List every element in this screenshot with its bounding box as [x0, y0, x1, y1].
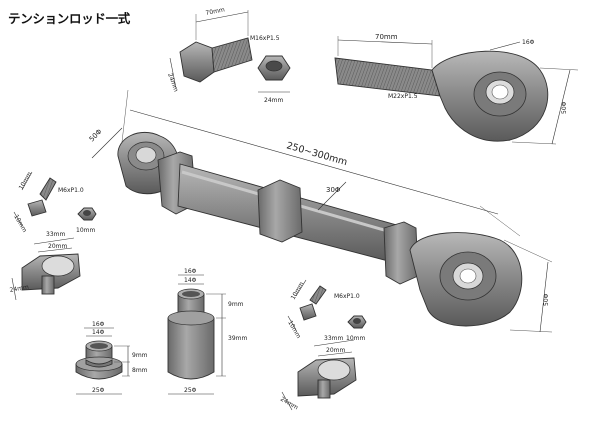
small-bolt-left-length: 10mm: [18, 171, 34, 191]
collar-small: 16Φ 14Φ 9mm 8mm 25Φ: [75, 321, 148, 395]
rod-end-bore-label: 16Φ: [522, 39, 535, 46]
bolt-length-label: 70mm: [205, 6, 225, 17]
bolt-thread-label: M16xP1.5: [250, 35, 280, 42]
tube-diameter-label: 30Φ: [326, 186, 341, 194]
rod-end-thread-label: M22xP1.5: [388, 93, 418, 100]
rod-end-length-label: 70mm: [375, 33, 398, 41]
collar-small-base: 25Φ: [92, 387, 105, 394]
small-bolt-left-thread: M6xP1.0: [58, 187, 84, 194]
collar-small-outer: 16Φ: [92, 321, 105, 328]
clamp-left-inner: 20mm: [48, 243, 67, 250]
clamp-right: 33mm 20mm 24mm: [279, 335, 357, 412]
nut-part: 24mm: [257, 55, 291, 104]
small-bolt-right: 10mm M6xP1.0 10mm: [286, 279, 360, 340]
nut-size-label: 24mm: [264, 97, 283, 104]
small-nut-right-size: 10mm: [346, 335, 365, 342]
rod-end-part: 70mm 16Φ M22xP1.5 50Φ: [334, 33, 579, 145]
overall-length-label: 250~300mm: [285, 140, 348, 168]
small-nut-left: 10mm: [76, 207, 97, 234]
clamp-left-width: 33mm: [46, 231, 65, 238]
small-nut-left-size: 10mm: [76, 227, 95, 234]
page-title: テンションロッド一式: [8, 11, 131, 26]
collar-small-htop: 9mm: [132, 352, 148, 359]
collar-tall-htop: 9mm: [228, 301, 244, 308]
bolt-part: 70mm M16xP1.5 24mm: [166, 6, 280, 93]
small-nut-right: 10mm: [346, 315, 367, 342]
collar-tall-base: 25Φ: [184, 387, 197, 394]
clamp-right-depth: 24mm: [279, 396, 299, 412]
collar-tall: 16Φ 14Φ 9mm 39mm 25Φ: [167, 268, 247, 395]
collar-small-hbottom: 8mm: [132, 367, 148, 374]
clamp-left-depth: 24mm: [9, 284, 29, 294]
collar-small-inner: 14Φ: [92, 329, 105, 336]
small-bolt-right-head: 10mm: [286, 320, 302, 340]
rod-end-head-label: 50Φ: [561, 101, 568, 114]
bolt-hex-label: 24mm: [166, 72, 179, 93]
small-bolt-right-length: 10mm: [290, 281, 306, 301]
collar-tall-hbottom: 39mm: [228, 335, 247, 342]
collar-tall-outer: 16Φ: [184, 268, 197, 275]
clamp-right-width: 33mm: [324, 335, 343, 342]
small-bolt-right-thread: M6xP1.0: [334, 293, 360, 300]
small-bolt-left: 10mm M6xP1.0 10mm: [12, 171, 84, 234]
right-eye-label: 50Φ: [543, 293, 550, 306]
clamp-left: 33mm 20mm 24mm: [9, 231, 81, 301]
small-bolt-left-head: 10mm: [12, 214, 28, 234]
left-eye-label: 50Φ: [88, 127, 104, 143]
clamp-right-inner: 20mm: [326, 347, 345, 354]
collar-tall-inner: 14Φ: [184, 277, 197, 284]
